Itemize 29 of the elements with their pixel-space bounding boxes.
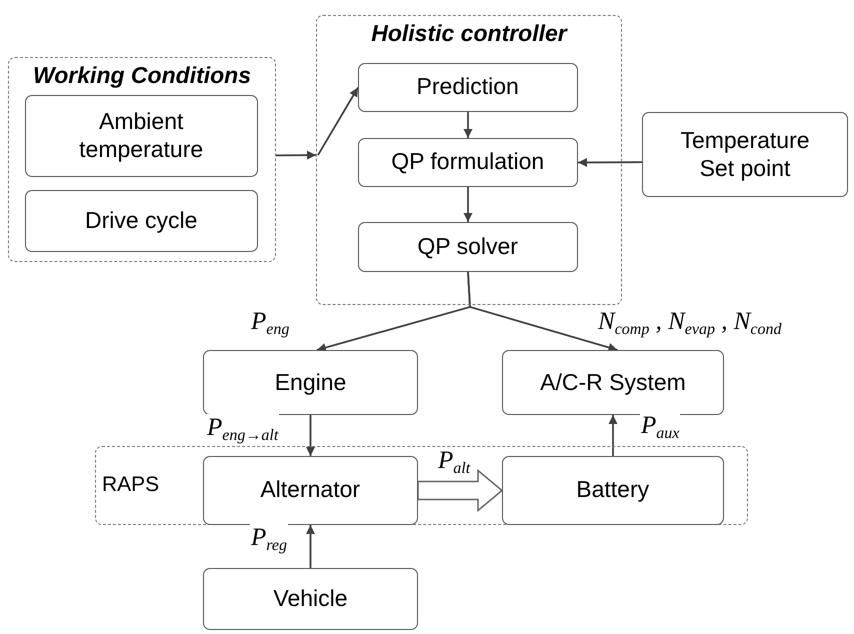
arrow [608,415,618,456]
process-box: A/C-R System [502,350,724,415]
process-box: Battery [502,456,724,525]
process-box: Temperature Set point [642,112,848,197]
group-frame [8,57,276,262]
arrow [467,272,618,352]
process-box: Vehicle [203,568,418,630]
group-heading: Working Conditions [32,62,252,89]
arrow [306,415,315,456]
process-box: QP formulation [358,138,578,187]
arrow [464,112,472,138]
arrow [317,87,359,156]
process-box: Drive cycle [24,190,258,252]
block-arrow [417,468,504,512]
process-box: Engine [203,350,418,415]
process-box: Prediction [358,62,578,112]
group-label: RAPS [102,473,160,497]
arrow [276,150,316,160]
edge-label: P$_{eng→alt}$ [206,414,280,445]
group-heading: Holistic controller [370,20,569,47]
process-box: Ambient temperature [24,94,258,177]
arrow [306,525,315,568]
arrow [578,158,642,167]
group-frame [316,15,622,305]
edge-label: P$_{reg}$ [250,524,288,555]
group-frame [95,446,748,525]
process-box: Alternator [202,456,418,525]
arrow [464,187,472,222]
process-box: QP solver [358,222,578,272]
